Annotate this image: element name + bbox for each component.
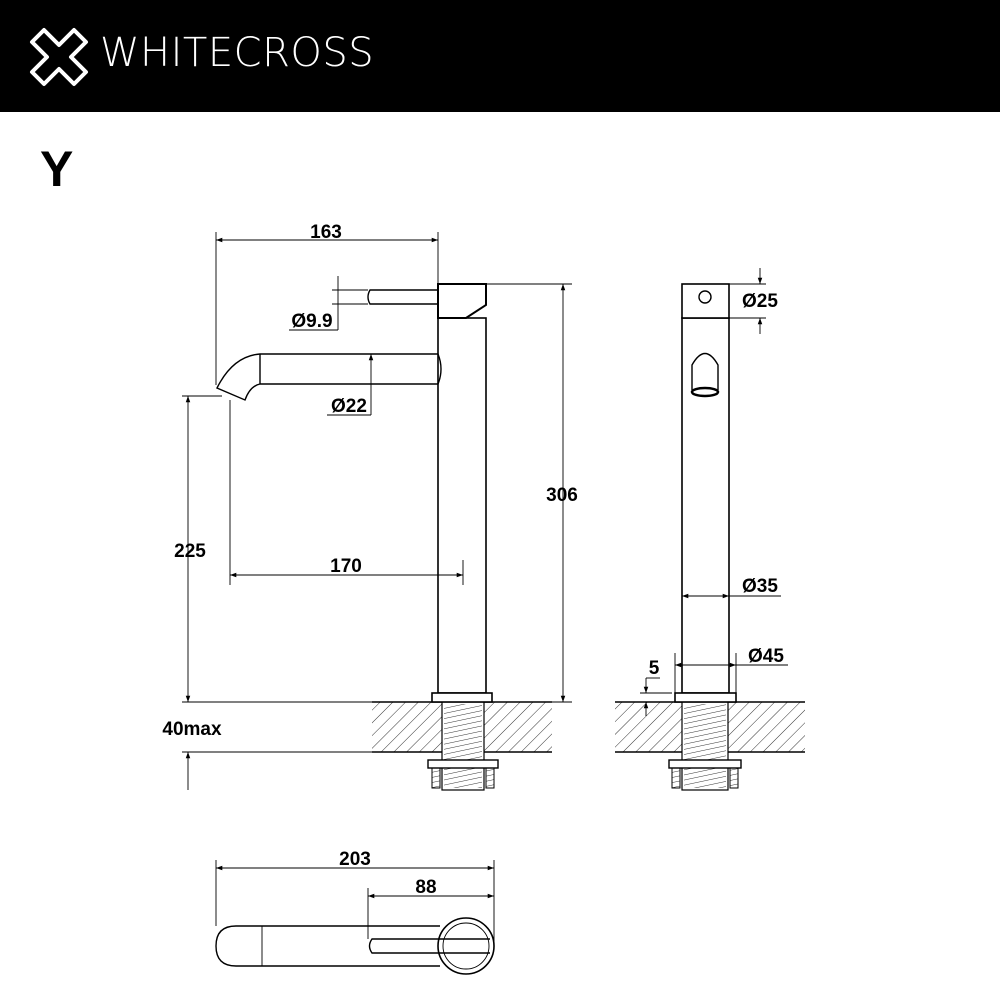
base-plate xyxy=(674,692,737,703)
aerator xyxy=(690,386,720,398)
dim-spout-height: 225 xyxy=(174,541,206,562)
dim-bench-thickness: 40max xyxy=(162,719,222,740)
front-view: 163 Ø9.9 Ø22 306 225 170 xyxy=(162,222,578,791)
side-view: Ø25 Ø35 Ø45 5 xyxy=(615,268,805,791)
dim-total-height: 306 xyxy=(546,485,578,506)
brand-name: WHITECROSS xyxy=(100,30,375,76)
spout xyxy=(216,353,442,401)
dim-spout-reach: 163 xyxy=(310,222,342,243)
dim-body-diameter: Ø35 xyxy=(742,576,778,597)
plan-view: 203 88 xyxy=(215,849,495,975)
dim-lever-diameter: Ø9.9 xyxy=(291,311,332,332)
body-top xyxy=(437,917,495,975)
dim-head-diameter: Ø25 xyxy=(742,291,778,312)
mounting-nut xyxy=(427,759,499,769)
dim-overall-length: 203 xyxy=(339,849,371,870)
base-plate xyxy=(431,692,493,703)
spout-top xyxy=(215,925,440,967)
faucet-body xyxy=(437,317,487,694)
lever xyxy=(367,289,438,305)
dim-spout-diameter: Ø22 xyxy=(331,396,367,417)
dim-base-diameter: Ø45 xyxy=(748,646,784,667)
dim-spout-to-body: 170 xyxy=(330,556,362,577)
faucet-body xyxy=(681,317,730,694)
spout-outlet xyxy=(691,352,719,390)
handle-block xyxy=(437,283,487,319)
variant-label: Y xyxy=(40,141,74,197)
cross-outline-icon xyxy=(30,28,88,86)
handle-block xyxy=(681,283,730,319)
dim-lever-length: 88 xyxy=(415,877,436,898)
brand-header: WHITECROSS xyxy=(0,0,1000,112)
mounting-nut xyxy=(668,759,742,769)
lever-end xyxy=(698,290,712,304)
dim-base-height: 5 xyxy=(649,658,660,679)
lever-top xyxy=(368,938,490,954)
